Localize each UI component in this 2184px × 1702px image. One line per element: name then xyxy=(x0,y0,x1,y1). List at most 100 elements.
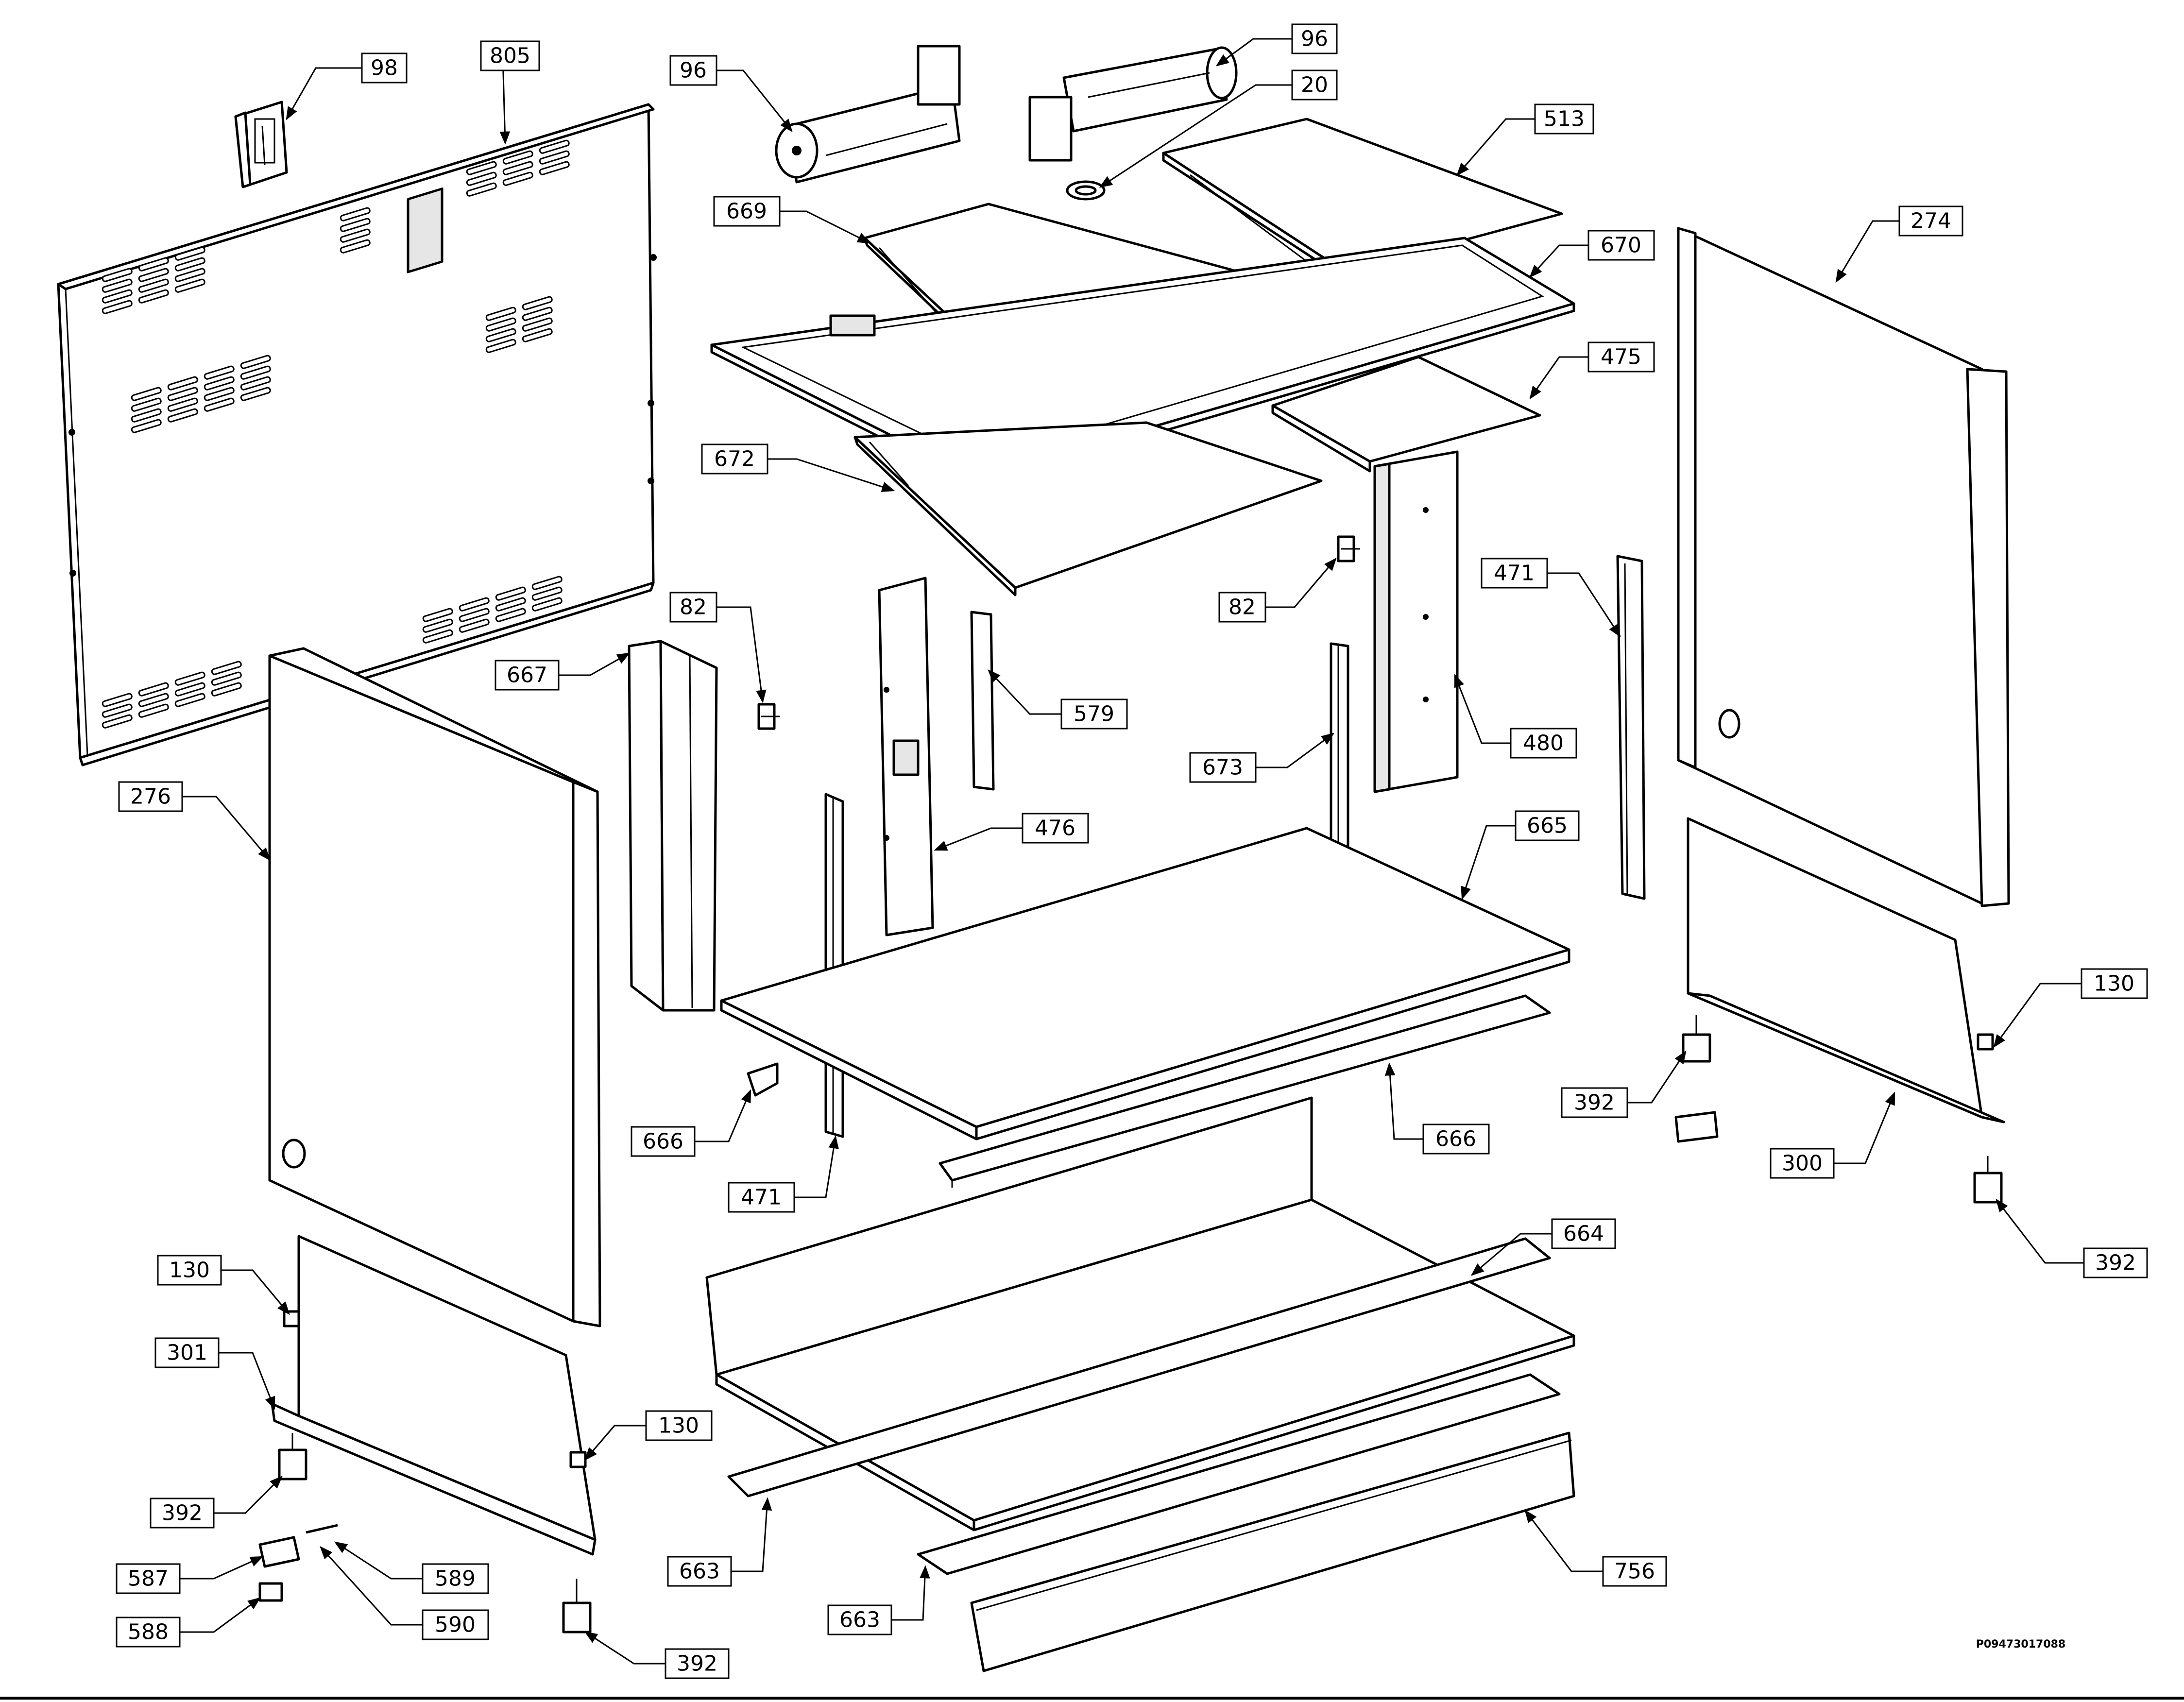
vent-slot xyxy=(174,246,205,261)
callout-475: 475 xyxy=(1529,341,1655,400)
rear-panel-805 xyxy=(57,103,657,766)
svg-text:82: 82 xyxy=(680,595,707,620)
svg-text:392: 392 xyxy=(2095,1251,2136,1276)
vent-slot xyxy=(138,682,169,697)
callout-672: 672 xyxy=(701,443,895,492)
svg-text:130: 130 xyxy=(2094,971,2134,996)
callout-666-left: 666 xyxy=(631,1089,751,1157)
vent-slot xyxy=(459,608,490,622)
vent-slot xyxy=(204,376,235,391)
callout-82-right: 82 xyxy=(1218,557,1337,623)
vent-slot xyxy=(459,618,490,633)
strip-579 xyxy=(970,611,995,791)
vent-slot xyxy=(240,387,271,401)
parts-layer xyxy=(57,45,2010,1672)
deflector-475 xyxy=(1271,356,1541,473)
vent-slot xyxy=(539,139,570,154)
vent-slot xyxy=(466,171,497,186)
svg-text:664: 664 xyxy=(1563,1222,1604,1246)
svg-text:665: 665 xyxy=(1527,814,1568,838)
vent-slot xyxy=(240,355,271,369)
callout-587: 587 xyxy=(116,1556,264,1594)
rail-666-left xyxy=(747,1062,779,1097)
callout-589: 589 xyxy=(334,1541,489,1594)
side-panel-274 xyxy=(1677,227,2010,907)
vent-slot xyxy=(340,207,371,221)
callout-130-left-bottom: 130 xyxy=(584,1410,713,1461)
foot-392-b xyxy=(1973,1156,2003,1204)
svg-text:663: 663 xyxy=(839,1608,880,1633)
callout-673: 673 xyxy=(1189,732,1335,783)
vent-slot xyxy=(495,597,526,612)
vent-slot xyxy=(522,328,553,342)
vent-slot xyxy=(522,296,553,310)
callout-588: 588 xyxy=(116,1597,261,1648)
nut-130-b xyxy=(283,1310,300,1328)
callout-669: 669 xyxy=(713,196,871,244)
grommet-20 xyxy=(1066,180,1106,201)
callout-476: 476 xyxy=(934,813,1089,851)
callout-392-c: 392 xyxy=(150,1476,283,1529)
rail-663-left xyxy=(727,1237,1551,1498)
callout-276: 276 xyxy=(118,781,271,861)
svg-text:471: 471 xyxy=(1494,561,1535,586)
callouts-layer: 98 805 96 96 20 513 xyxy=(116,23,2148,1679)
vent-slot xyxy=(102,703,133,718)
rail-666-right xyxy=(938,994,1551,1188)
vent-slot xyxy=(138,278,169,293)
svg-text:666: 666 xyxy=(643,1129,683,1154)
column-480 xyxy=(1373,450,1459,793)
svg-text:663: 663 xyxy=(679,1559,720,1584)
svg-text:476: 476 xyxy=(1035,816,1075,841)
vent-slot xyxy=(211,682,242,697)
svg-text:96: 96 xyxy=(1301,27,1328,51)
callout-670: 670 xyxy=(1529,230,1655,278)
side-panel-276 xyxy=(268,647,601,1328)
svg-text:513: 513 xyxy=(1544,107,1585,132)
vent-slot xyxy=(531,576,563,590)
foot-392-a xyxy=(1682,1015,1711,1063)
pin-589 xyxy=(306,1524,338,1534)
control-module-98 xyxy=(234,101,288,188)
callout-130-left-top: 130 xyxy=(157,1255,290,1315)
vent-slot xyxy=(102,289,133,304)
svg-text:392: 392 xyxy=(677,1651,717,1676)
vent-slot xyxy=(174,671,205,686)
callout-805: 805 xyxy=(480,40,540,145)
vent-slot xyxy=(340,228,371,243)
rail-663-right xyxy=(917,1373,1561,1575)
svg-text:274: 274 xyxy=(1911,209,1951,234)
rear-panel-vent-slots xyxy=(102,139,570,729)
svg-text:471: 471 xyxy=(741,1185,782,1210)
vent-slot xyxy=(174,278,205,293)
column-476 xyxy=(878,577,934,936)
vent-slot xyxy=(495,586,526,601)
vent-slot xyxy=(174,257,205,272)
vent-slot xyxy=(131,419,162,433)
svg-text:590: 590 xyxy=(435,1613,476,1637)
callout-579: 579 xyxy=(988,669,1128,730)
callout-590: 590 xyxy=(320,1546,489,1640)
vent-slot xyxy=(422,618,453,633)
vent-slot xyxy=(495,608,526,622)
callout-274: 274 xyxy=(1835,205,1963,283)
vent-slot xyxy=(340,218,371,232)
callout-392-d: 392 xyxy=(584,1631,730,1679)
vent-slot xyxy=(485,328,516,342)
nut-130-a xyxy=(1977,1033,1994,1051)
vent-slot xyxy=(138,289,169,304)
svg-text:666: 666 xyxy=(1435,1127,1476,1152)
svg-text:130: 130 xyxy=(658,1413,699,1438)
svg-text:300: 300 xyxy=(1782,1151,1823,1176)
vent-slot xyxy=(211,661,242,675)
clip-right xyxy=(1674,1111,1719,1143)
callout-98: 98 xyxy=(286,52,408,120)
strip-471-right xyxy=(1616,555,1646,900)
tangential-fan-96-left xyxy=(775,45,961,184)
callout-471-right: 471 xyxy=(1481,558,1621,638)
svg-text:276: 276 xyxy=(130,784,171,809)
vent-slot xyxy=(174,693,205,707)
callout-513: 513 xyxy=(1456,103,1594,176)
callout-130-right: 130 xyxy=(1993,968,2148,1048)
